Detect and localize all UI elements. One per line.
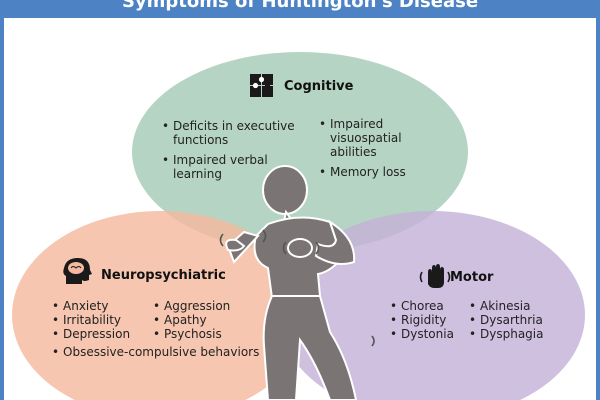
neuropsychiatric-title: Neuropsychiatric <box>101 268 226 283</box>
motor-list-right: Akinesia Dysarthria Dysphagia <box>469 299 543 341</box>
list-item: Dysarthria <box>469 313 543 327</box>
motor-title: Motor <box>450 270 493 285</box>
list-item: Impaired visuospatial abilities <box>319 117 449 159</box>
list-item: Apathy <box>153 313 230 327</box>
neuro-list-right: Aggression Apathy Psychosis <box>153 299 230 341</box>
list-item: Anxiety <box>52 299 130 313</box>
list-item: Aggression <box>153 299 230 313</box>
list-item: Impaired verbal learning <box>162 153 302 181</box>
neuro-list-wide: Obsessive-compulsive behaviors <box>52 345 259 359</box>
list-item: Deficits in executive functions <box>162 119 302 147</box>
list-item: Psychosis <box>153 327 230 341</box>
neuro-list-left: Anxiety Irritability Depression <box>52 299 130 341</box>
cognitive-title: Cognitive <box>284 79 353 94</box>
list-item: Memory loss <box>319 165 449 179</box>
list-item: Obsessive-compulsive behaviors <box>52 345 259 359</box>
list-item: Akinesia <box>469 299 543 313</box>
list-item: Dystonia <box>390 327 454 341</box>
list-item: Depression <box>52 327 130 341</box>
list-item: Chorea <box>390 299 454 313</box>
cognitive-list-right: Impaired visuospatial abilities Memory l… <box>319 117 449 179</box>
list-item: Dysphagia <box>469 327 543 341</box>
motor-list-left: Chorea Rigidity Dystonia <box>390 299 454 341</box>
brain-head-icon <box>63 258 92 284</box>
list-item: Rigidity <box>390 313 454 327</box>
cognitive-list-left: Deficits in executive functions Impaired… <box>162 119 302 181</box>
list-item: Irritability <box>52 313 130 327</box>
